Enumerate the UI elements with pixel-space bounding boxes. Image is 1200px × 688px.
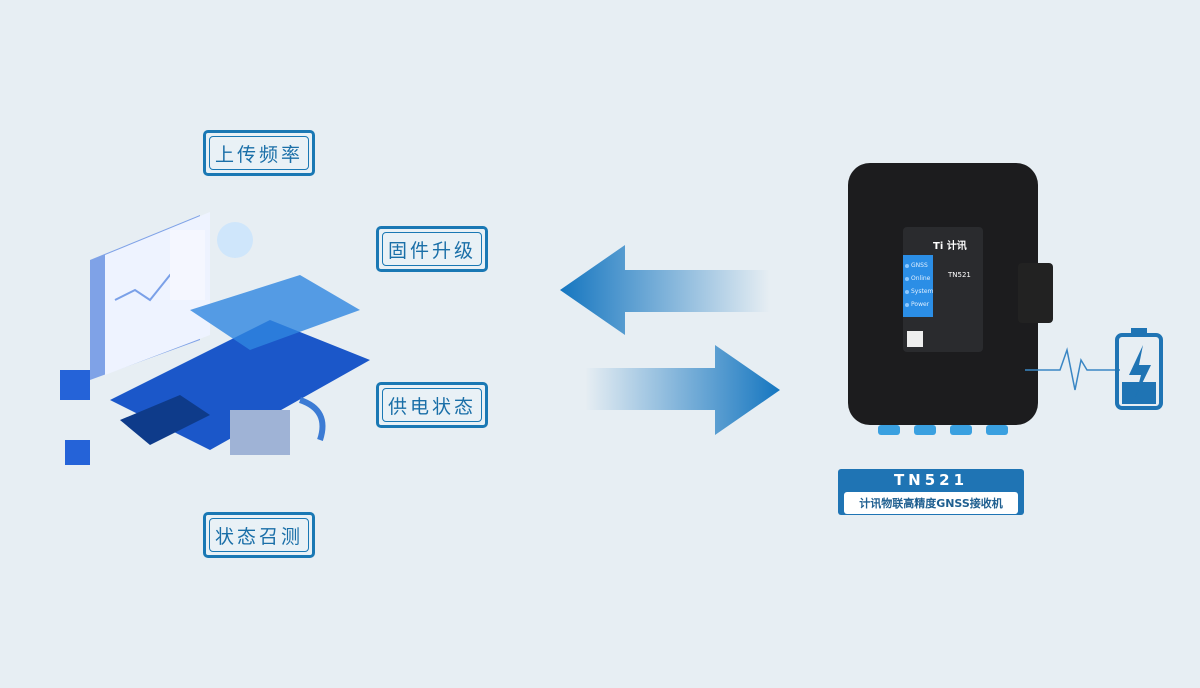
feature-firmware-upgrade: 固件升级 bbox=[376, 226, 488, 272]
arrow-left-icon bbox=[560, 245, 770, 335]
battery-charging-icon bbox=[1115, 328, 1163, 410]
feature-upload-frequency: 上传频率 bbox=[203, 130, 315, 176]
battery-signal bbox=[1025, 328, 1163, 410]
feature-status-polling: 状态召测 bbox=[203, 512, 315, 558]
cloud-icon bbox=[217, 222, 253, 258]
product-label: TN521 计讯物联高精度GNSS接收机 bbox=[838, 469, 1024, 515]
feature-power-status: 供电状态 bbox=[376, 382, 488, 428]
led-system: System bbox=[905, 285, 933, 298]
led-power: Power bbox=[905, 298, 933, 311]
product-name: 计讯物联高精度GNSS接收机 bbox=[844, 492, 1018, 514]
gnss-receiver-device: GNSS Online System Power Ti 计讯 TN521 bbox=[848, 163, 1053, 435]
led-panel: GNSS Online System Power bbox=[903, 255, 933, 317]
platform-illustration bbox=[60, 212, 370, 465]
product-model: TN521 bbox=[893, 471, 969, 489]
led-online: Online bbox=[905, 272, 933, 285]
device-model: TN521 bbox=[948, 271, 971, 279]
device-brand: Ti 计讯 bbox=[933, 241, 967, 252]
arrow-right-icon bbox=[585, 345, 780, 435]
qr-code bbox=[907, 331, 923, 347]
data-flow-arrows bbox=[560, 245, 780, 435]
led-gnss: GNSS bbox=[905, 259, 933, 272]
